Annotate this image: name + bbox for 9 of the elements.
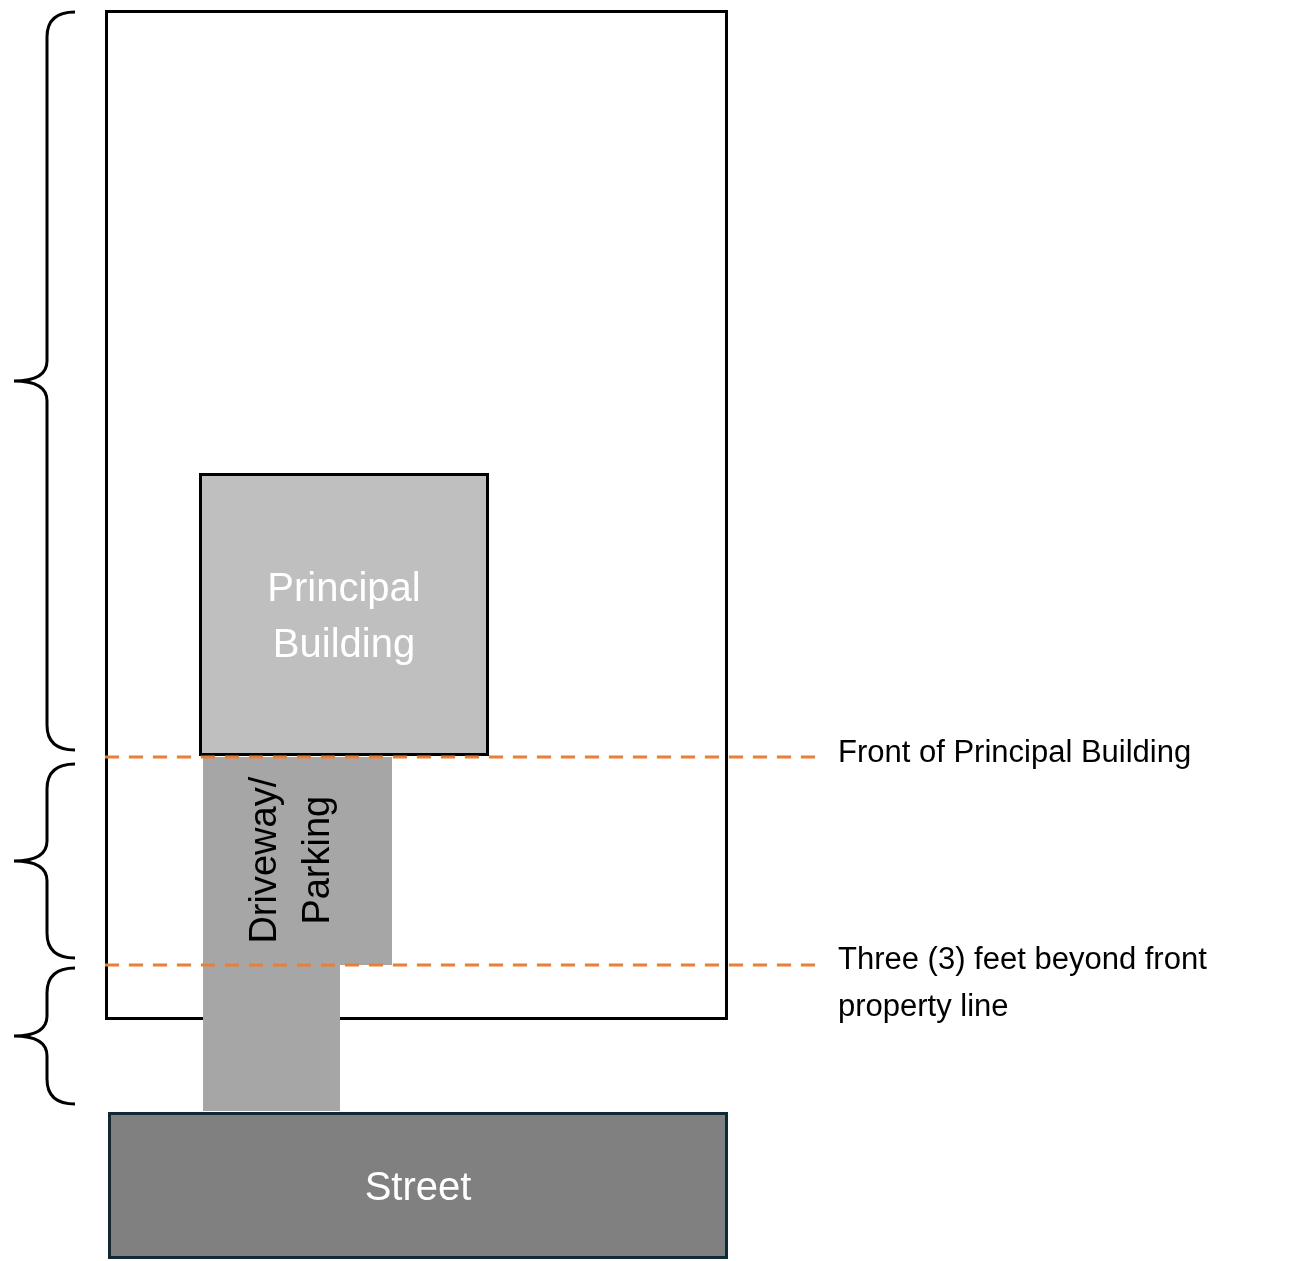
driveway-parking bbox=[203, 757, 392, 1111]
annotation-label: Three (3) feet beyond front property line bbox=[838, 940, 1208, 1025]
principal-building bbox=[199, 473, 489, 756]
annotation-label: Front of Principal Building bbox=[838, 733, 1193, 771]
property-lot bbox=[105, 10, 728, 1020]
street bbox=[108, 1112, 728, 1259]
street-label: Street bbox=[363, 1162, 473, 1210]
driveway-parking-label: Driveway/ Parking bbox=[240, 775, 338, 946]
principal-building-label: Principal Building bbox=[266, 563, 422, 667]
